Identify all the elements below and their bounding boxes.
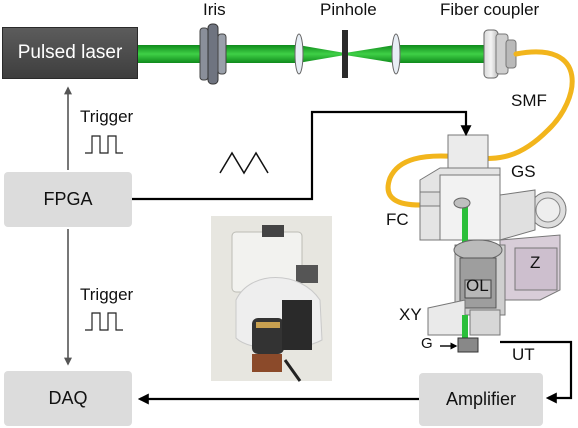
fpga-label: FPGA [43,189,93,209]
daq-label: DAQ [48,388,88,408]
signal-arrow-amplifier [500,340,573,404]
iris-label: Iris [203,0,226,19]
trigger-label-bottom: Trigger [80,285,134,304]
pulsed-laser-label: Pulsed laser [17,42,123,63]
probe-photo-inset [211,216,332,382]
scan-control-arrow [132,110,472,201]
fiber-coupler-component [483,29,517,79]
pinhole-label: Pinhole [320,0,377,19]
xy-label: XY [399,305,422,324]
amplifier-box: Amplifier [419,373,543,426]
g-label: G [421,335,433,352]
amplifier-label: Amplifier [445,389,516,409]
daq-box: DAQ [4,371,132,426]
lens-1 [294,33,304,75]
smf-label: SMF [511,91,547,110]
laser-beam [138,45,485,63]
iris-component [199,23,227,85]
pinhole-plate [342,30,348,78]
z-label: Z [530,253,541,272]
probe-head [419,134,567,353]
fc-label: FC [386,210,409,229]
lens-2 [391,33,401,75]
ramp-waveform-icon [219,151,269,175]
trigger-pulse-icon-bottom [85,312,123,331]
pulsed-laser-box: Pulsed laser [2,27,138,79]
fpga-box: FPGA [4,172,132,227]
fiber-coupler-label: Fiber coupler [440,0,540,19]
ut-label: UT [512,345,535,364]
trigger-pulse-icon-top [85,135,123,154]
gs-label: GS [511,162,536,181]
ol-label: OL [466,276,489,295]
trigger-label-top: Trigger [80,107,134,126]
